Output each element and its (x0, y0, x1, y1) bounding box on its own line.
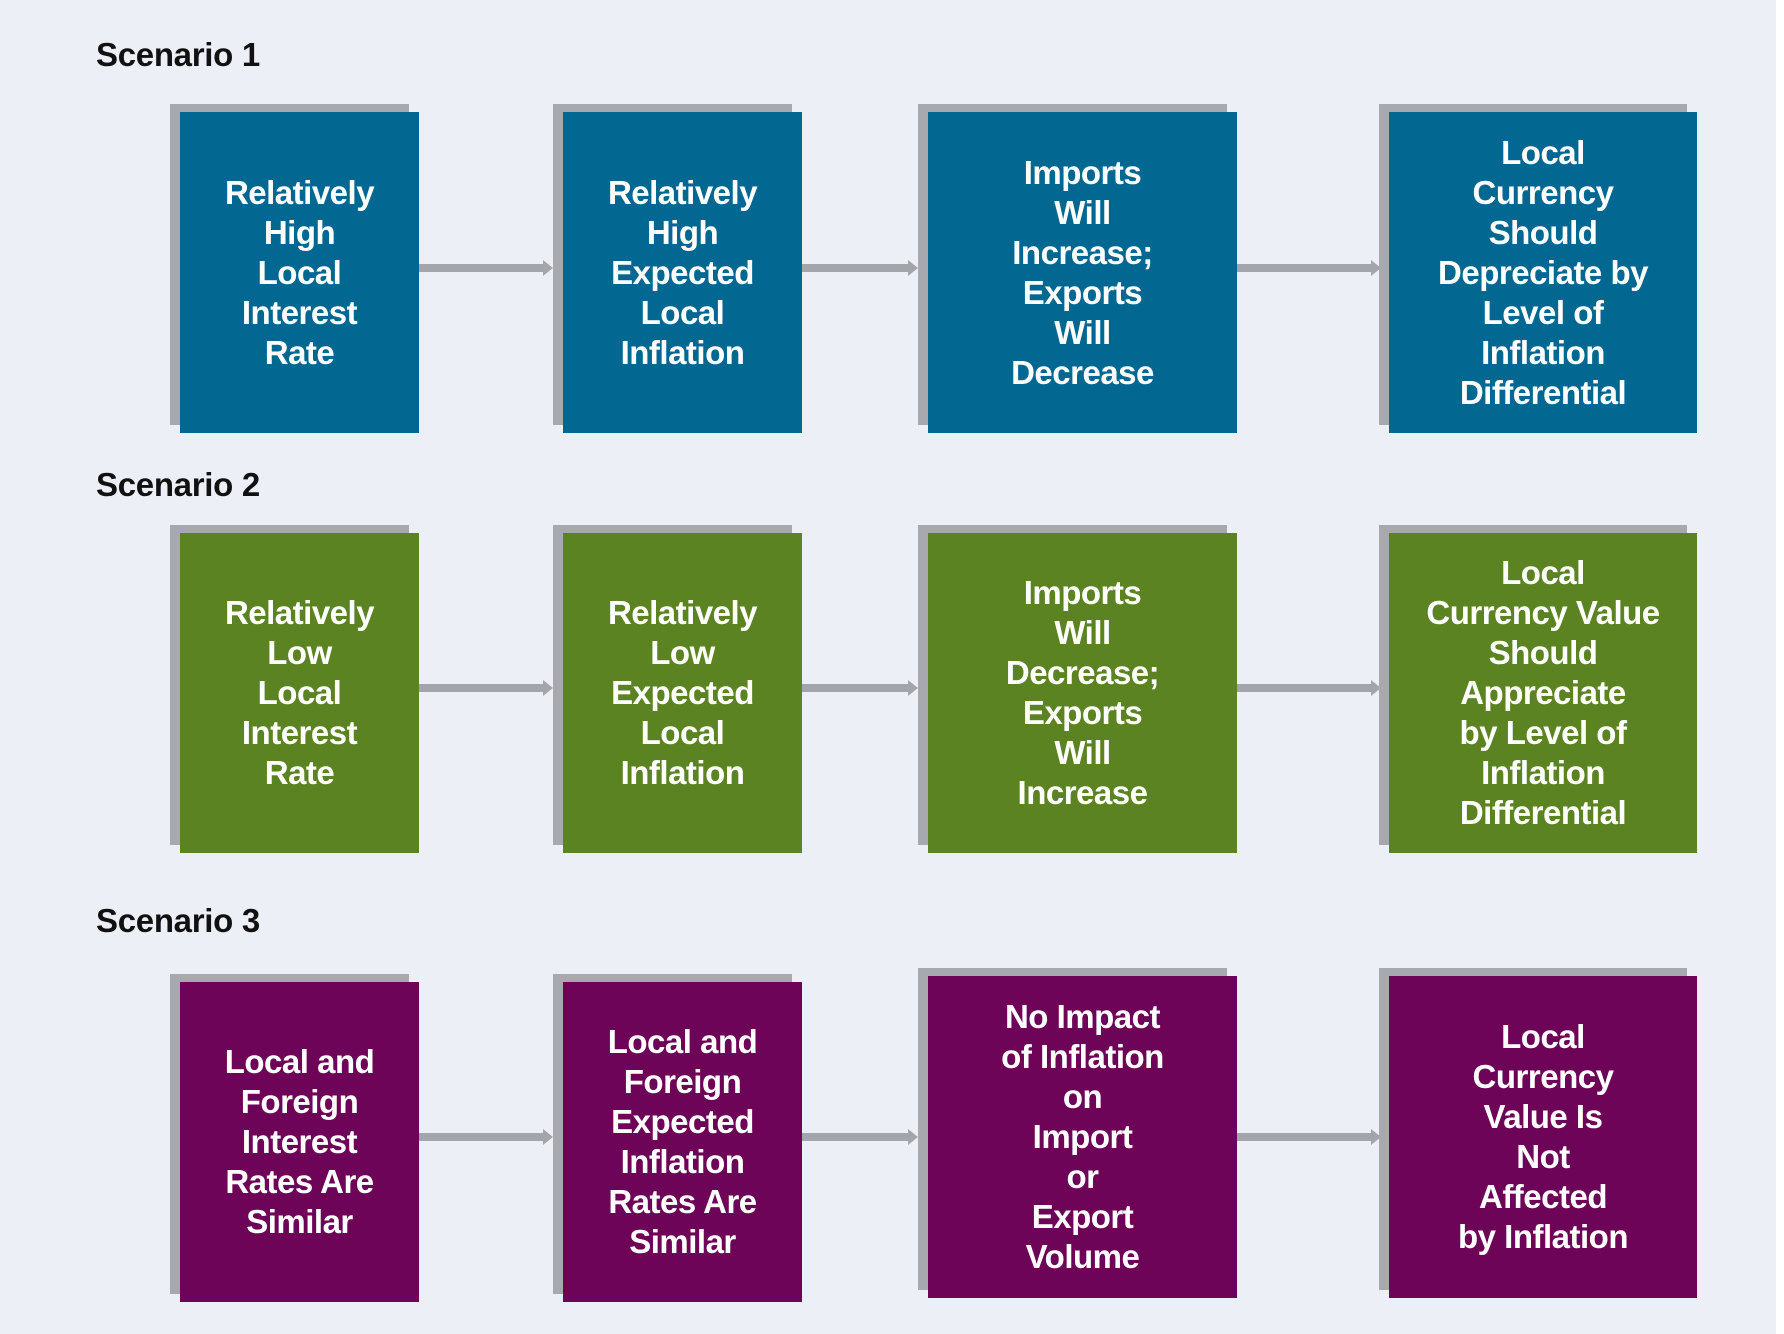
scenario-2-box-currency-label: Local Currency Value Should Appreciate b… (1426, 554, 1660, 831)
page-edge (1776, 0, 1784, 1334)
scenario-1-title: Scenario 1 (96, 36, 260, 73)
scenario-3-box-inflation: Local and Foreign Expected Inflation Rat… (563, 982, 802, 1302)
scenario-3-box-trade-label: No Impact of Inflation on Import or Expo… (1001, 998, 1164, 1275)
scenario-2-box-inflation-label: Relatively Low Expected Local Inflation (607, 594, 758, 791)
scenario-3-arrow-3 (1237, 1129, 1381, 1145)
scenario-1-box-interest-rate: Relatively High Local Interest Rate (180, 112, 419, 433)
scenario-2-box-interest-rate-label: Relatively Low Local Interest Rate (224, 594, 375, 791)
scenario-2-arrow-1 (419, 680, 553, 696)
scenario-2-arrow-3 (1237, 680, 1381, 696)
scenario-2-box-trade: Imports Will Decrease; Exports Will Incr… (928, 533, 1237, 853)
scenario-1-box-inflation-label: Relatively High Expected Local Inflation (607, 173, 758, 371)
scenario-3-box-interest-rate: Local and Foreign Interest Rates Are Sim… (180, 982, 419, 1302)
scenario-3-box-inflation-label: Local and Foreign Expected Inflation Rat… (607, 1023, 758, 1260)
scenario-1-arrow-2 (802, 260, 918, 276)
scenario-1-box-currency: Local Currency Should Depreciate by Leve… (1389, 112, 1697, 433)
scenario-3-box-currency: Local Currency Value Is Not Affected by … (1389, 976, 1697, 1298)
scenario-3-box-trade: No Impact of Inflation on Import or Expo… (928, 976, 1237, 1298)
scenario-3-arrow-1 (419, 1129, 553, 1145)
scenario-1-box-trade: Imports Will Increase; Exports Will Decr… (928, 112, 1237, 433)
scenario-3-title: Scenario 3 (96, 902, 260, 939)
scenario-2-box-trade-label: Imports Will Decrease; Exports Will Incr… (1005, 574, 1160, 811)
scenario-2-box-interest-rate: Relatively Low Local Interest Rate (180, 533, 419, 853)
scenario-3-box-currency-label: Local Currency Value Is Not Affected by … (1458, 1018, 1629, 1255)
scenario-1-box-inflation: Relatively High Expected Local Inflation (563, 112, 802, 433)
scenario-1-box-currency-label: Local Currency Should Depreciate by Leve… (1438, 133, 1648, 411)
scenario-1-arrow-1 (419, 260, 553, 276)
scenario-1-arrow-3 (1237, 260, 1381, 276)
scenario-2-box-inflation: Relatively Low Expected Local Inflation (563, 533, 802, 853)
scenario-2-box-currency: Local Currency Value Should Appreciate b… (1389, 533, 1697, 853)
scenario-3-box-interest-rate-label: Local and Foreign Interest Rates Are Sim… (224, 1043, 375, 1240)
scenario-3-arrow-2 (802, 1129, 918, 1145)
scenario-1-box-interest-rate-label: Relatively High Local Interest Rate (224, 173, 375, 371)
scenario-2-title: Scenario 2 (96, 466, 260, 503)
scenario-1-box-trade-label: Imports Will Increase; Exports Will Decr… (1011, 153, 1154, 391)
scenario-2-arrow-2 (802, 680, 918, 696)
